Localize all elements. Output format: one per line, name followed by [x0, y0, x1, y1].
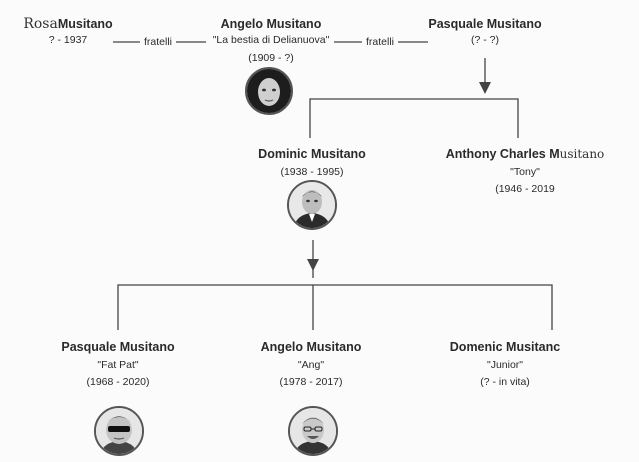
person-dates: (1909 - ?) — [248, 52, 294, 64]
person-nickname: "Fat Pat" — [97, 359, 139, 371]
person-angelo-musitano-jr: Angelo Musitano "Ang" (1978 - 2017) — [261, 340, 362, 389]
person-dominic-musitano: Dominic Musitano (1938 - 1995) — [258, 147, 366, 179]
person-portrait-icon — [247, 69, 291, 113]
children-bracket-generation-2 — [309, 98, 519, 138]
handwritten-name: usitano — [559, 147, 605, 161]
person-dates: (? - in vita) — [480, 376, 530, 388]
person-nickname: "Tony" — [510, 166, 540, 178]
person-nickname: "Junior" — [486, 359, 524, 371]
person-pasquale-musitano-jr: Pasquale Musitano "Fat Pat" (1968 - 2020… — [61, 340, 174, 389]
relation-label-fratelli-right: fratelli — [363, 36, 397, 48]
person-pasquale-musitano-sr: Pasquale Musitano (? - ?) — [428, 17, 541, 47]
relation-label-fratelli-left: fratelli — [141, 36, 175, 48]
printed-name: Musitano — [57, 17, 113, 31]
arrow-down-icon — [307, 259, 319, 271]
person-dates: (1938 - 1995) — [280, 166, 344, 178]
person-dates: (1968 - 2020) — [86, 376, 150, 388]
person-rosa-musitano: RosaMusitano ? - 1937 — [23, 17, 112, 47]
person-anthony-charles-musitano: Anthony Charles Musitano "Tony" (1946 - … — [446, 147, 605, 196]
children-bracket-generation-3 — [117, 284, 553, 330]
portrait-dominic-musitano — [287, 180, 337, 230]
person-dates: (? - ?) — [470, 34, 500, 46]
person-portrait-icon — [289, 182, 335, 228]
person-name: RosaMusitano — [23, 17, 112, 32]
person-nickname: "Ang" — [297, 359, 325, 371]
person-dates: (1946 - 2019 — [495, 183, 555, 195]
person-name: Dominic Musitano — [258, 147, 366, 161]
printed-name: Anthony Charles M — [445, 147, 560, 161]
portrait-pasquale-musitano-jr — [94, 406, 144, 456]
person-dates: (1978 - 2017) — [279, 376, 343, 388]
person-dates: ? - 1937 — [48, 34, 88, 46]
person-name: Pasquale Musitano — [428, 17, 542, 31]
person-nickname: "La bestia di Delianuova" — [212, 34, 330, 46]
person-angelo-musitano-sr: Angelo Musitano "La bestia di Delianuova… — [213, 17, 330, 65]
person-name: Angelo Musitano — [220, 17, 322, 31]
person-name: Anthony Charles Musitano — [446, 147, 605, 162]
person-portrait-icon — [96, 408, 142, 454]
handwritten-name: Rosa — [23, 16, 58, 32]
person-name: Angelo Musitano — [260, 340, 362, 354]
person-domenic-musitano: Domenic Musitanc "Junior" (? - in vita) — [450, 340, 560, 389]
person-name: Domenic Musitanc — [449, 340, 561, 354]
person-portrait-icon — [290, 408, 336, 454]
arrow-down-icon — [479, 82, 491, 94]
portrait-angelo-musitano-jr — [288, 406, 338, 456]
person-name: Pasquale Musitano — [61, 340, 175, 354]
portrait-angelo-musitano-sr — [245, 67, 293, 115]
